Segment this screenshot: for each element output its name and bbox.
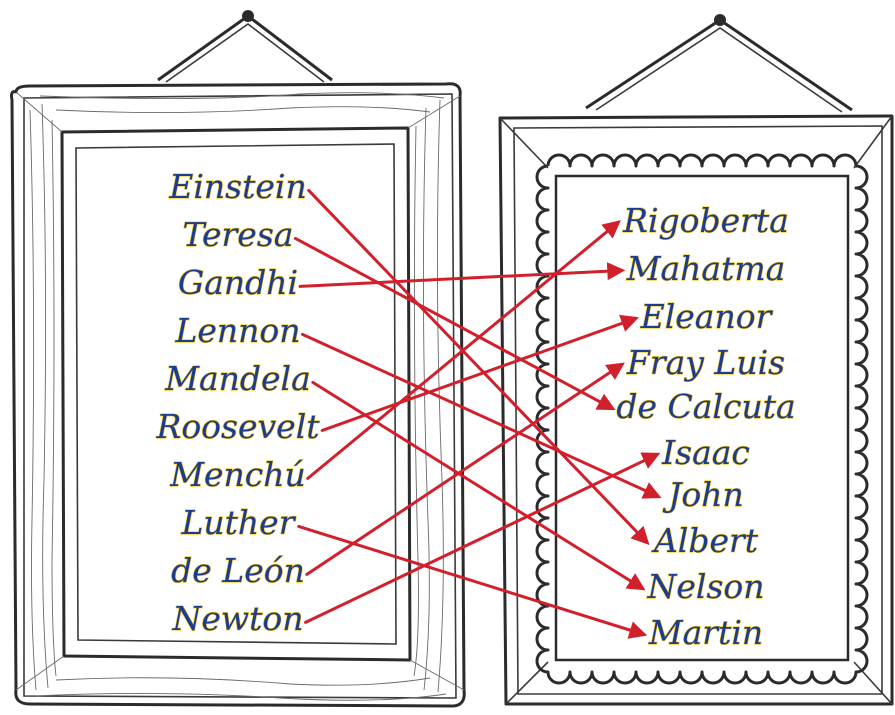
right-name-rigoberta: Rigoberta [622,201,789,240]
left-name-lennon: Lennon [174,311,300,350]
right-name-albert: Albert [651,521,759,560]
left-name-luther: Luther [181,503,297,542]
right-name-list: Rigoberta Mahatma Eleanor Fray Luis de C… [616,200,796,652]
right-frame [498,14,894,706]
left-name-menchu: Menchú [169,455,306,494]
left-name-newton: Newton [171,599,303,638]
right-canvas [554,174,850,662]
left-name-mandela: Mandela [164,359,311,398]
match-arrow-6 [320,314,640,432]
left-name-de-leon: de León [171,551,305,590]
right-name-fray-luis: Fray Luis [626,343,785,382]
right-name-john: John [662,475,744,514]
match-arrow-3 [298,262,626,288]
match-arrows [293,188,662,639]
right-name-de-calcuta: de Calcuta [616,387,795,426]
match-arrow-2 [293,236,616,411]
match-arrow-10 [304,452,661,624]
right-name-martin: Martin [648,613,763,652]
right-name-nelson: Nelson [646,567,764,606]
left-hanger [157,10,333,83]
match-arrow-5 [311,380,646,591]
left-name-gandhi: Gandhi [178,263,298,302]
right-name-eleanor: Eleanor [640,297,774,336]
match-arrow-1 [307,188,650,546]
right-name-mahatma: Mahatma [626,249,786,288]
match-arrow-8 [297,524,648,639]
match-arrow-9 [305,362,625,576]
right-hanger [585,14,853,113]
left-name-list: Einstein Teresa Gandhi Lennon Mandela Ro… [155,166,321,638]
match-arrow-7 [306,220,621,480]
match-arrow-4 [301,332,662,499]
left-wood-grain [15,91,465,701]
right-name-isaac: Isaac [661,433,750,472]
left-name-einstein: Einstein [168,167,306,206]
left-name-roosevelt: Roosevelt [155,407,320,446]
left-name-teresa: Teresa [183,215,294,254]
